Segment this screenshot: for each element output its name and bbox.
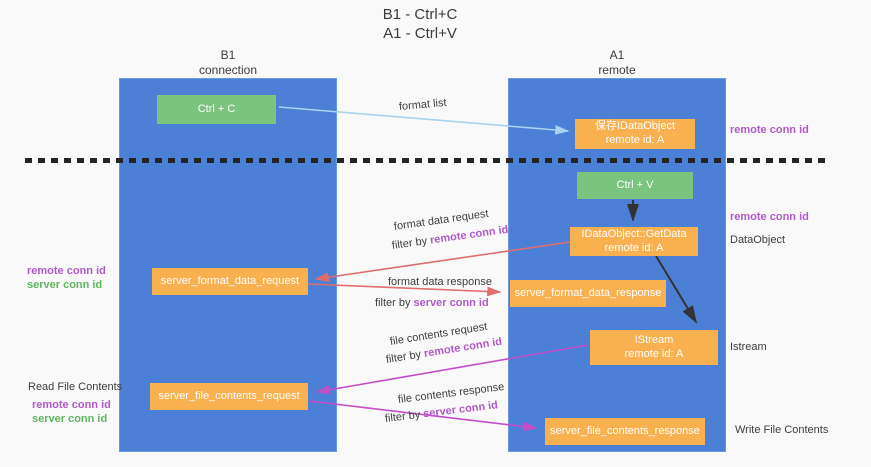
- idataobject-getdata-box: IDataObject::GetData remote id: A: [570, 227, 698, 256]
- column-a1-role: remote: [598, 63, 636, 77]
- remote-conn-id-annotation-format: remote conn id: [27, 265, 106, 277]
- server-file-contents-response-box: server_file_contents_response: [545, 418, 705, 445]
- getdata-line1: IDataObject::GetData: [581, 227, 687, 240]
- server-conn-id-annotation-format: server conn id: [27, 279, 103, 291]
- filter-by-server-conn-id-label-1: filter by server conn id: [375, 297, 489, 309]
- server-conn-id-annotation-file: server conn id: [32, 413, 108, 425]
- column-b1-name: B1: [220, 48, 236, 62]
- format-data-response-label: format data response: [388, 276, 492, 288]
- getdata-line2: remote id: A: [604, 241, 664, 254]
- column-header-b1: B1 connection: [119, 48, 337, 78]
- filter-by-text: filter by: [384, 408, 424, 425]
- save-idataobject-line1: 保存IDataObject: [594, 120, 676, 133]
- server-conn-id-text: server conn id: [422, 399, 499, 421]
- column-header-a1: A1 remote: [508, 48, 726, 78]
- server-file-contents-request-label: server_file_contents_request: [158, 389, 300, 402]
- istream-line1: IStream: [634, 333, 674, 346]
- copy-paste-phase-divider: [25, 158, 828, 163]
- format-list-label: format list: [398, 96, 448, 113]
- title-line-2: A1 - Ctrl+V: [383, 24, 457, 42]
- save-idataobject-line2: remote id: A: [605, 134, 665, 146]
- filter-by-text: filter by: [385, 348, 425, 366]
- title-line-1: B1 - Ctrl+C: [382, 6, 458, 23]
- server-format-data-request-box: server_format_data_request: [152, 268, 308, 295]
- ctrl-c-box: Ctrl + C: [157, 95, 276, 124]
- server-format-data-response-label: server_format_data_response: [514, 286, 662, 299]
- server-file-contents-response-label: server_file_contents_response: [550, 424, 700, 437]
- istream-annotation: Istream: [730, 341, 767, 353]
- istream-box: IStream remote id: A: [590, 330, 718, 365]
- column-b1-role: connection: [198, 63, 258, 77]
- ctrl-v-label: Ctrl + V: [616, 178, 654, 191]
- istream-line2: remote id: A: [624, 347, 684, 360]
- dataobject-annotation: DataObject: [730, 234, 786, 246]
- remote-conn-id-annotation-save: remote conn id: [730, 124, 809, 136]
- filter-by-text: filter by: [391, 234, 431, 252]
- ctrl-c-label: Ctrl + C: [197, 102, 236, 115]
- server-file-contents-request-box: server_file_contents_request: [150, 383, 308, 410]
- server-format-data-request-label: server_format_data_request: [160, 274, 300, 287]
- read-file-contents-annotation: Read File Contents: [28, 381, 123, 393]
- remote-conn-id-text: remote conn id: [429, 223, 510, 247]
- diagram-title: B1 - Ctrl+C A1 - Ctrl+V: [300, 6, 540, 44]
- remote-conn-id-annotation-getdata: remote conn id: [730, 211, 809, 223]
- server-conn-id-text: server conn id: [413, 297, 489, 309]
- column-a1-name: A1: [609, 48, 625, 62]
- write-file-contents-annotation: Write File Contents: [735, 424, 829, 436]
- ctrl-v-box: Ctrl + V: [577, 172, 693, 199]
- server-format-data-response-box: server_format_data_response: [510, 280, 666, 307]
- filter-by-text: filter by: [375, 297, 414, 309]
- remote-conn-id-annotation-file: remote conn id: [32, 399, 111, 411]
- save-idataobject-box: 保存IDataObject remote id: A: [575, 119, 695, 149]
